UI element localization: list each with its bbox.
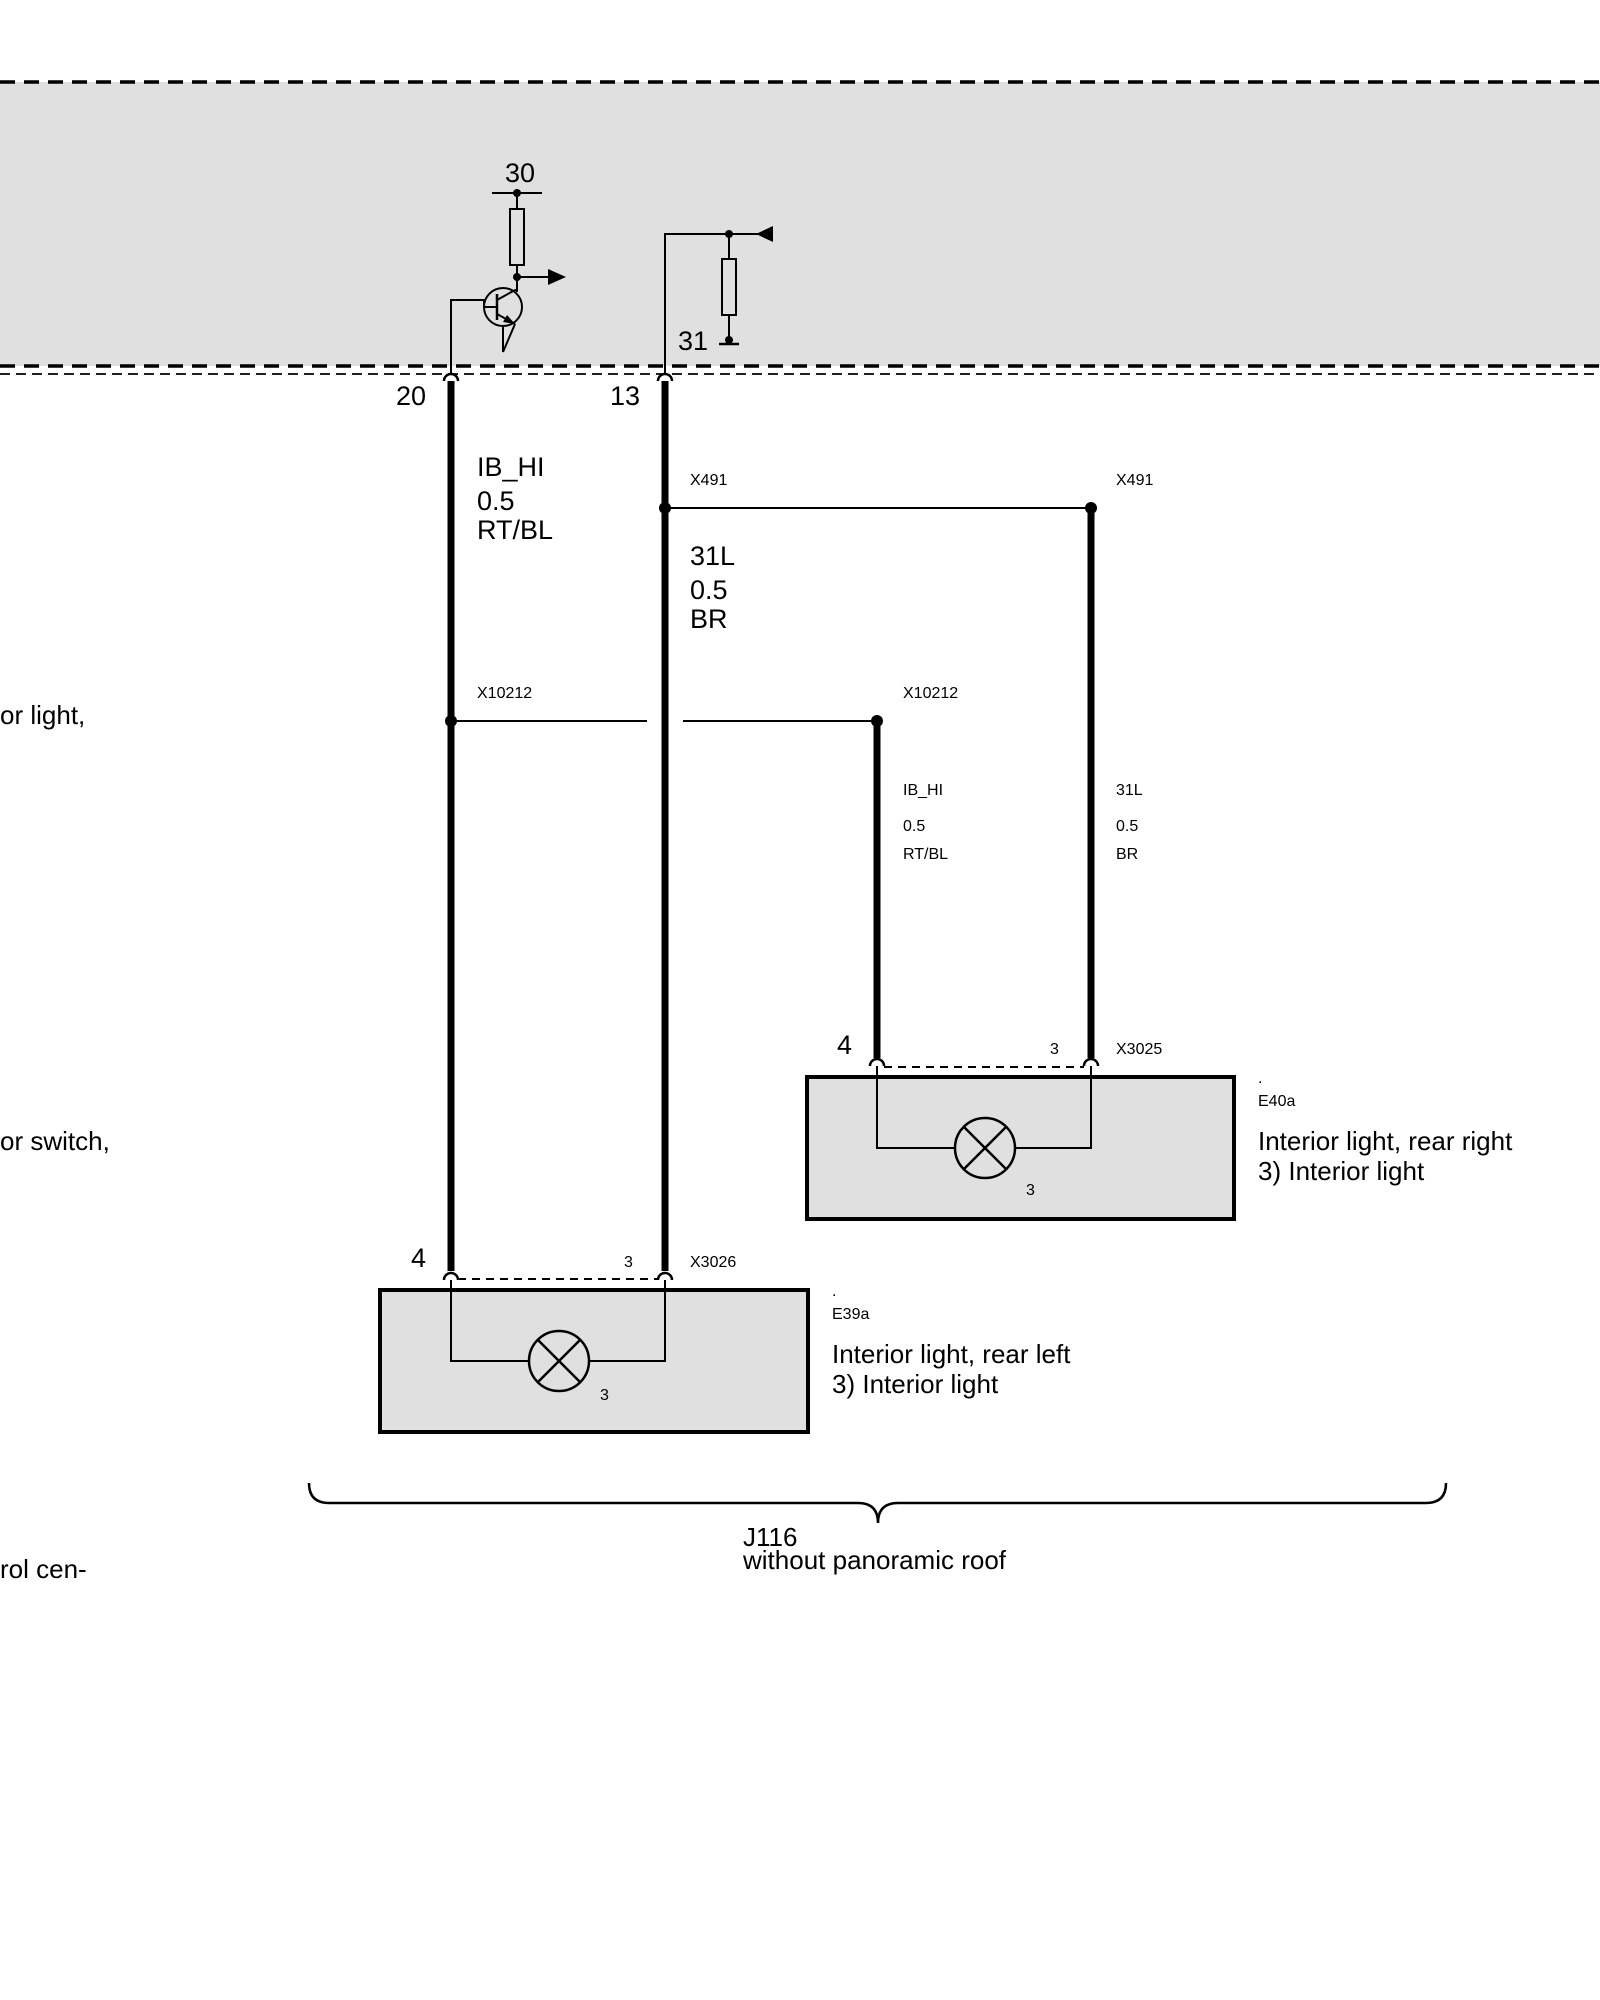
pin-13-connector (656, 372, 674, 382)
e40a-lamp-pin-label: 3 (1026, 1182, 1035, 1199)
pin-13-label: 13 (610, 381, 640, 411)
e39a-note: 3) Interior light (832, 1369, 999, 1399)
splice-x10212-left-label: X10212 (477, 685, 532, 702)
splice-x10212-right-label: X10212 (903, 685, 958, 702)
e39a-lamp-pin-label: 3 (600, 1387, 609, 1404)
variant-brace (307, 1482, 1448, 1524)
lamp-icon (953, 1116, 1017, 1180)
branch-31l-signal: 31L (1116, 782, 1143, 799)
signal-arrow-icon (548, 269, 566, 285)
ground-31-label: 31 (678, 326, 708, 356)
control-unit: 30 31 20 13 (0, 80, 1600, 411)
e40a-name: Interior light, rear right (1258, 1126, 1513, 1156)
high-side-driver (450, 189, 566, 373)
control-unit-body (0, 82, 1600, 366)
e39a-id: E39a (832, 1306, 869, 1323)
e40a-pin-4-label: 4 (837, 1030, 852, 1060)
e39a-pin-3-label: 3 (624, 1254, 633, 1271)
e39a-pin-4-label: 4 (411, 1243, 426, 1273)
e40a-note: 3) Interior light (1258, 1156, 1425, 1186)
connector-pin-4 (868, 1057, 886, 1067)
wire-ib-hi-color: RT/BL (477, 515, 553, 545)
splice-x10212 (445, 715, 883, 1058)
wire-ib-hi-signal: IB_HI (477, 452, 545, 482)
wire-ib-hi-size: 0.5 (477, 486, 515, 516)
e40a-pin-3-label: 3 (1050, 1041, 1059, 1058)
branch-ib-hi-color: RT/BL (903, 846, 948, 863)
splice-x491-left-label: X491 (690, 472, 727, 489)
pin-20-label: 20 (396, 381, 426, 411)
component-e40a (805, 1057, 1236, 1221)
pin-20-connector (442, 372, 460, 382)
wire-31l-color: BR (690, 604, 728, 634)
lamp-icon (527, 1329, 591, 1393)
e39a-dot: . (832, 1283, 836, 1300)
e39a-connector-label: X3026 (690, 1254, 736, 1271)
connector-pin-3 (1082, 1057, 1100, 1067)
branch-ib-hi-size: 0.5 (903, 818, 925, 835)
splice-x491 (659, 502, 1097, 1058)
cut-text-1: or light, (0, 700, 85, 730)
e40a-id: E40a (1258, 1093, 1295, 1110)
component-e39a (378, 1278, 810, 1434)
branch-31l-color: BR (1116, 846, 1138, 863)
wire-31l-signal: 31L (690, 541, 735, 571)
branch-ib-hi-signal: IB_HI (903, 782, 943, 799)
e40a-connector-label: X3025 (1116, 1041, 1162, 1058)
splice-x491-right-label: X491 (1116, 472, 1153, 489)
cut-text-3: rol cen- (0, 1554, 87, 1584)
branch-31l-size: 0.5 (1116, 818, 1138, 835)
supply-30-label: 30 (505, 158, 535, 188)
signal-arrow-icon (756, 226, 773, 242)
wire-31l-size: 0.5 (690, 575, 728, 605)
e39a-name: Interior light, rear left (832, 1339, 1071, 1369)
variant-code: J116 (743, 1522, 797, 1552)
main-wires (442, 372, 674, 1281)
e40a-dot: . (1258, 1070, 1262, 1087)
variant-description: without panoramic roof (742, 1545, 1007, 1575)
ground-sense (664, 226, 773, 373)
cut-text-2: or switch, (0, 1126, 110, 1156)
